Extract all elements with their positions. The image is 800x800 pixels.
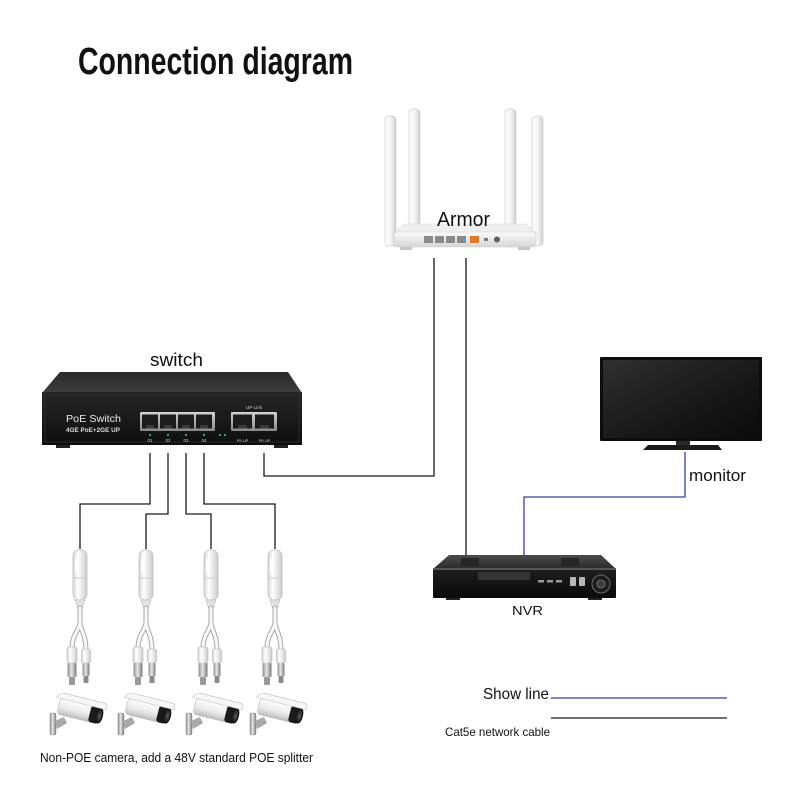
cable-router-to-switch	[263, 258, 435, 477]
router-reset-hole	[484, 238, 488, 241]
port-number: 04	[201, 438, 207, 443]
nvr-front-strip	[478, 572, 530, 580]
port-led	[167, 434, 169, 436]
nvr-vent	[461, 558, 479, 566]
router-lan-port	[424, 236, 433, 243]
bullet-camera-icon	[185, 691, 245, 736]
nvr-foot	[588, 598, 602, 600]
monitor-screen	[603, 360, 759, 438]
port-number: 02	[165, 438, 171, 443]
nvr-foot	[446, 598, 460, 600]
poe-switch-icon: PoE Switch 4GE PoE+2GE UP 01 02 03 04	[42, 372, 302, 448]
nvr-usb-port	[570, 577, 576, 586]
poe-splitter-icon	[133, 550, 157, 685]
poe-port-4	[196, 414, 212, 429]
nvr-front-edge	[433, 568, 616, 570]
bullet-camera-icon	[249, 691, 309, 736]
switch-foot	[56, 445, 70, 448]
switch-spec-text: 4GE PoE+2GE UP	[66, 428, 120, 434]
nvr-indicator	[556, 580, 562, 583]
nvr-usb-port	[579, 577, 585, 586]
poe-splitter-icon	[67, 550, 91, 685]
poe-port-3	[178, 414, 194, 429]
router-wan-port	[470, 236, 479, 243]
cable-port-1-to-camera-1	[79, 453, 151, 549]
router-power-button	[494, 236, 500, 243]
cable-port-4-to-camera-4	[203, 453, 276, 549]
poe-splitter-icon	[198, 550, 222, 685]
uplink-port-label: P5 UP	[237, 438, 249, 443]
nvr-indicator	[538, 580, 544, 583]
monitor-base	[643, 445, 722, 450]
switch-top-face	[42, 372, 302, 393]
port-led	[185, 434, 187, 436]
nvr-icon	[433, 555, 616, 600]
port-led	[149, 434, 151, 436]
uplink-port-label: P6 UP	[259, 438, 271, 443]
port-number: 03	[183, 438, 189, 443]
nvr-top-face	[433, 555, 616, 569]
port-number: 01	[147, 438, 153, 443]
uplink-label: UP-Link	[246, 405, 263, 410]
diagram-title: Connection diagram	[78, 41, 353, 83]
port-led	[203, 434, 205, 436]
switch-label: switch	[150, 350, 203, 370]
router-antenna	[531, 115, 544, 247]
nvr-vent	[561, 558, 579, 566]
display-line-monitor-to-nvr	[523, 452, 686, 556]
switch-brand-text: PoE Switch	[66, 413, 121, 425]
cable-port-2-to-camera-2	[145, 453, 169, 549]
switch-front-bevel	[44, 394, 300, 443]
power-led	[224, 434, 226, 436]
cable-port-3-to-camera-3	[185, 453, 212, 549]
legend: Show line Cat5e network cable	[445, 686, 727, 739]
monitor-neck	[676, 441, 690, 445]
router-top-face	[393, 223, 537, 234]
nvr-indicator	[547, 580, 553, 583]
bullet-camera-icon	[49, 691, 109, 736]
router-label: Armor	[437, 209, 490, 231]
router-foot	[400, 247, 412, 250]
monitor-icon	[600, 357, 762, 450]
uplink-port-1	[233, 414, 252, 429]
bullet-camera-icon	[117, 691, 177, 736]
nvr-label: NVR	[512, 603, 543, 618]
camera-caption: Non-POE camera, add a 48V standard POE s…	[40, 750, 314, 765]
router-antenna	[384, 115, 397, 247]
poe-splitter-icon	[262, 550, 286, 685]
poe-port-1	[142, 414, 158, 429]
uplink-port-2	[255, 414, 274, 429]
router-lan-port	[435, 236, 444, 243]
legend-show-line-label: Show line	[483, 686, 549, 703]
router-lan-port	[457, 236, 466, 243]
router-foot	[518, 247, 530, 250]
switch-foot	[274, 445, 288, 448]
legend-cat5e-label: Cat5e network cable	[445, 725, 550, 739]
monitor-label: monitor	[689, 466, 746, 485]
nvr-navigation-center	[596, 579, 606, 589]
power-led	[219, 434, 221, 436]
router-lan-port	[446, 236, 455, 243]
poe-port-2	[160, 414, 176, 429]
wifi-router-icon	[384, 108, 544, 250]
